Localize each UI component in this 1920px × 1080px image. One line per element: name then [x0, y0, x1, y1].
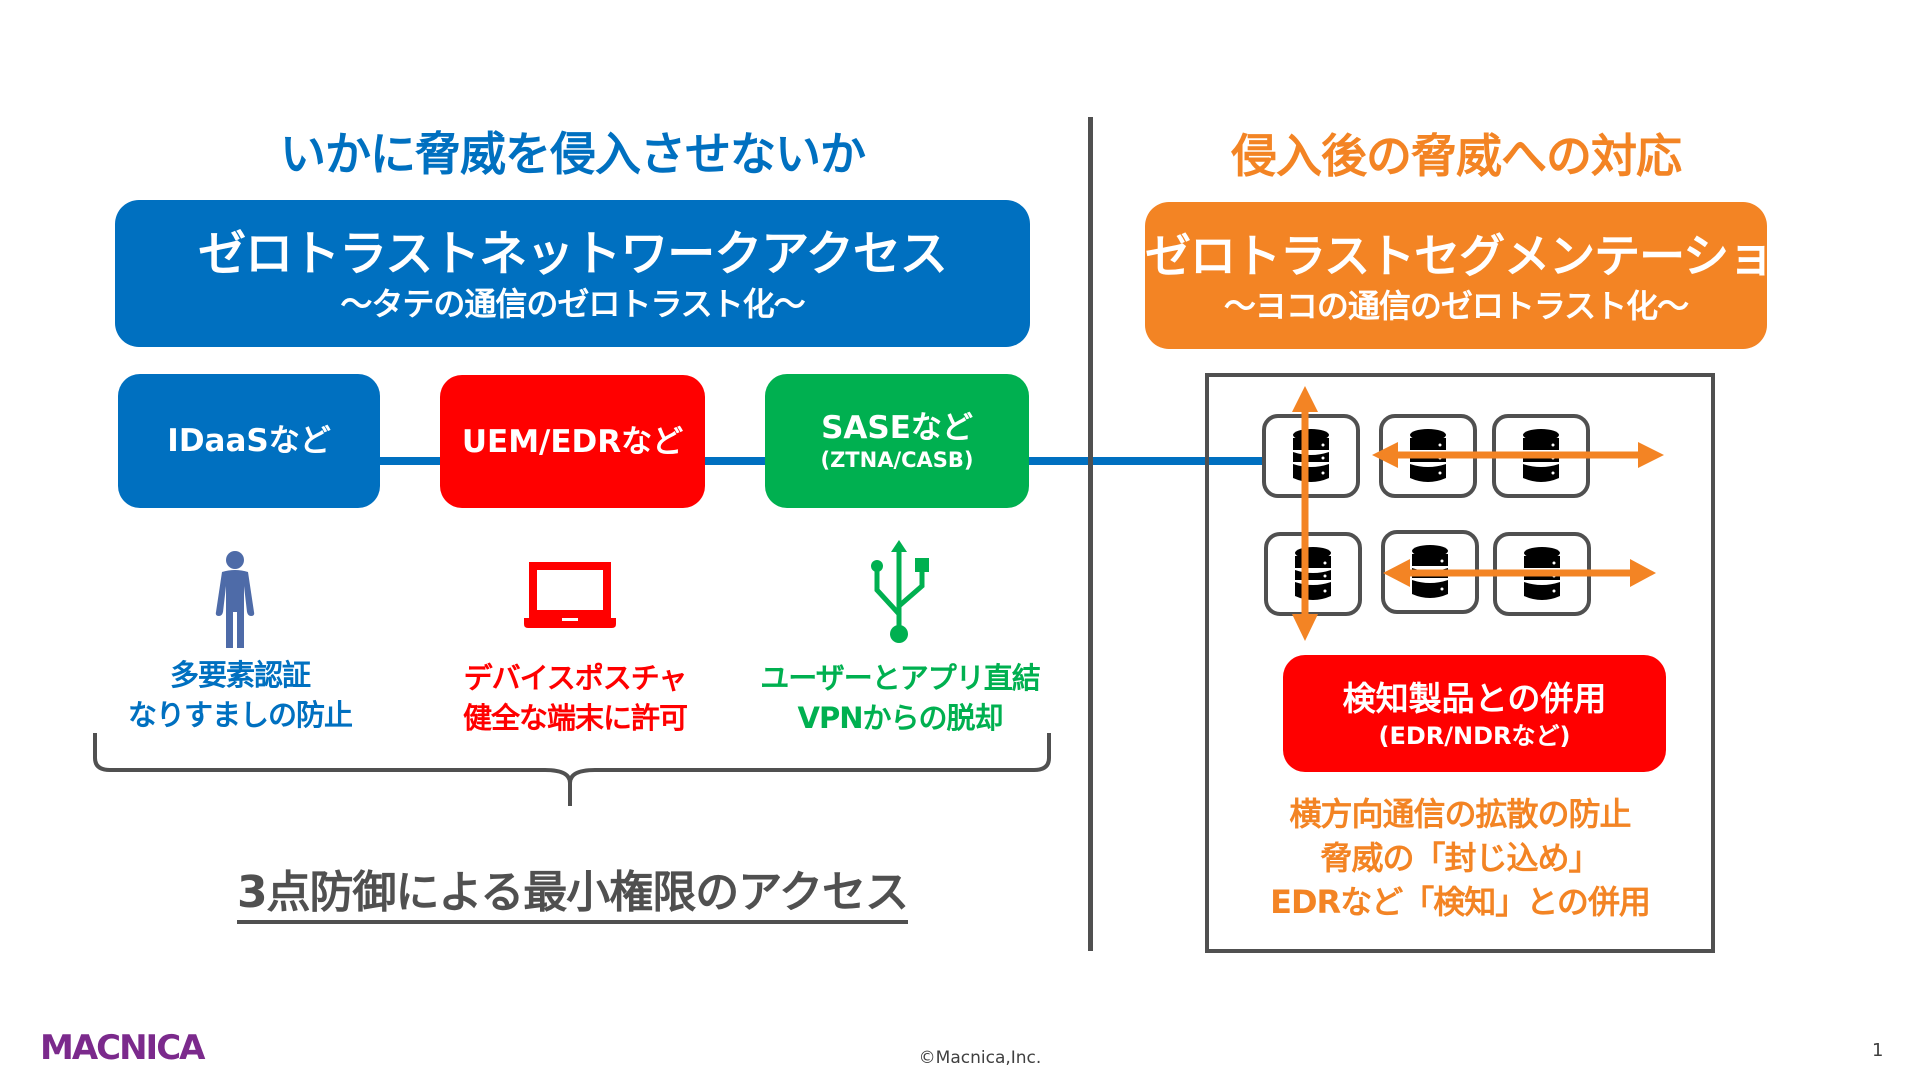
- usb-icon: [871, 540, 929, 643]
- left-heading: いかに脅威を侵入させないか: [280, 127, 866, 181]
- zts-subtitle: 〜ヨコの通信のゼロトラスト化〜: [1223, 287, 1689, 325]
- benefit-line: 脅威の「封じ込め」: [1320, 839, 1600, 877]
- desc-app-direct: ユーザーとアプリ直結 VPNからの脱却: [740, 658, 1060, 738]
- zero-trust-segmentation-box: ゼロトラストセグメンテーション 〜ヨコの通信のゼロトラスト化〜: [1145, 202, 1819, 349]
- category-label: IDaaSなど: [167, 423, 331, 459]
- category-label: UEM/EDRなど: [461, 423, 684, 460]
- category-sublabel: (ZTNA/CASB): [820, 448, 974, 472]
- desc-line: 多要素認証: [169, 658, 311, 692]
- detection-title: 検知製品との併用: [1342, 678, 1607, 718]
- ztna-subtitle: 〜タテの通信のゼロトラスト化〜: [340, 285, 805, 323]
- grouping-brace: [93, 733, 1051, 806]
- arrow-head-left: [1383, 559, 1410, 587]
- person-icon: [215, 551, 255, 648]
- right-heading: 侵入後の脅威への対応: [1231, 129, 1682, 183]
- desc-line: なりすましの防止: [127, 698, 353, 732]
- segmentation-benefits: 横方向通信の拡散の防止 脅威の「封じ込め」 EDRなど「検知」との併用: [1210, 792, 1710, 924]
- ztna-title: ゼロトラストネットワークアクセス: [198, 226, 948, 282]
- page-number: 1: [1872, 1040, 1884, 1061]
- desc-line: ユーザーとアプリ直結: [760, 661, 1040, 695]
- benefit-line: 横方向通信の拡散の防止: [1289, 795, 1631, 833]
- desc-line: 健全な端末に許可: [462, 701, 688, 735]
- desc-mfa: 多要素認証 なりすましの防止: [100, 655, 380, 735]
- server-node: [1262, 414, 1360, 498]
- category-box-idaas: IDaaSなど: [118, 374, 380, 508]
- summary-text: 3点防御による最小権限のアクセス: [236, 867, 909, 924]
- desc-line: VPNからの脱却: [797, 701, 1004, 735]
- section-divider: [1088, 117, 1093, 951]
- benefit-line: EDRなど「検知」との併用: [1270, 883, 1651, 921]
- left-summary: 3点防御による最小権限のアクセス: [115, 856, 1030, 924]
- zts-title: ゼロトラストセグメンテーション: [1145, 229, 1819, 283]
- detection-products-box: 検知製品との併用 (EDR/NDRなど): [1283, 655, 1666, 772]
- arrow-head-up: [1292, 386, 1318, 412]
- category-box-sase: SASEなど (ZTNA/CASB): [765, 374, 1029, 508]
- arrow-head-left: [1372, 442, 1398, 468]
- macnica-logo: MACNICA: [40, 1028, 205, 1068]
- arrow-head-right: [1630, 559, 1656, 587]
- category-label: SASEなど: [821, 410, 973, 446]
- detection-subtitle: (EDR/NDRなど): [1378, 721, 1571, 750]
- arrow-head-down: [1292, 614, 1318, 641]
- arrow-head-right: [1638, 442, 1664, 468]
- desc-device-posture: デバイスポスチャ 健全な端末に許可: [430, 658, 720, 738]
- zero-trust-network-access-box: ゼロトラストネットワークアクセス 〜タテの通信のゼロトラスト化〜: [115, 200, 1030, 347]
- category-box-uem-edr: UEM/EDRなど: [440, 375, 705, 508]
- segmentation-frame: [1205, 373, 1715, 953]
- copyright: ©Macnica,Inc.: [918, 1048, 1042, 1068]
- desc-line: デバイスポスチャ: [463, 661, 688, 695]
- laptop-icon: [524, 562, 616, 628]
